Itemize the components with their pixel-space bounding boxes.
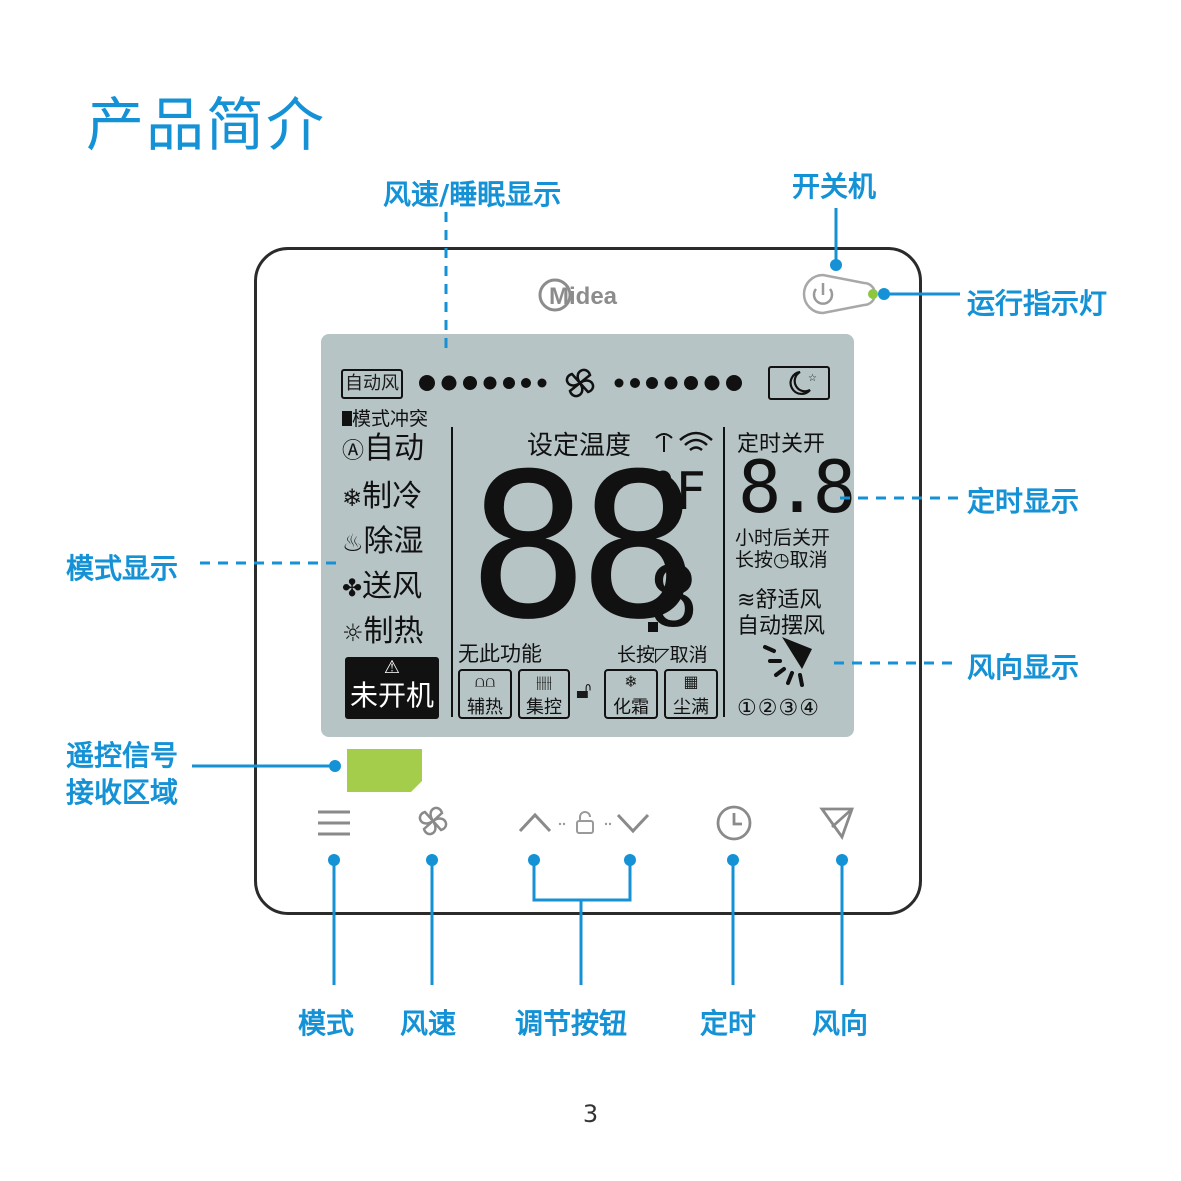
auto-icon: Ⓐ (342, 439, 365, 464)
callout-mode-display: 模式显示 (66, 552, 179, 585)
swing-position-2: ② (757, 696, 779, 721)
power-button[interactable] (802, 273, 884, 315)
fan-speed-button[interactable] (413, 801, 453, 841)
run-indicator-light (868, 289, 878, 299)
aux-heat-indicator: ⩍⩍ 辅热 (458, 669, 512, 719)
auto-swing-label: 自动摆风 (737, 614, 826, 639)
callout-btn-mode: 模式 (298, 1007, 355, 1040)
fan-button-icon (418, 806, 448, 836)
snowflake-icon: ❄ (342, 484, 363, 512)
lock-combo-icon (558, 811, 612, 834)
logo-text: Midea (549, 283, 618, 310)
warning-icon (342, 411, 352, 426)
keypad-lock-hint (556, 809, 614, 839)
signal-icons (655, 431, 713, 452)
sun-icon: ☼ (342, 619, 364, 647)
heater-icon: ⩍⩍ (474, 672, 496, 691)
swing-position-1: ① (737, 696, 758, 721)
fan-speed-bar (419, 368, 742, 398)
sleep-indicator: ☆ (768, 366, 830, 400)
page-number: 3 (582, 1100, 599, 1128)
hours-after-label: 小时后关开 (735, 527, 831, 549)
power-icon (812, 283, 834, 305)
breeze-icon: ≋ (737, 588, 756, 613)
swing-positions: ①②③④ (737, 696, 820, 721)
lcd-divider-left (451, 427, 453, 717)
swing-icon (819, 807, 854, 840)
long-press-cancel: 长按◸取消 (617, 644, 708, 666)
chevron-down-icon (616, 813, 650, 834)
alert-icon: ⚠ (383, 657, 401, 678)
page-title: 产品简介 (86, 91, 327, 159)
mode-heat: ☼制热 (342, 614, 424, 649)
clock-icon (716, 805, 752, 841)
up-button[interactable] (516, 805, 554, 839)
lock-icon: 🔓︎ (576, 676, 592, 704)
temperature-unit: °F (650, 462, 706, 522)
long-press-timer-cancel: 长按◷取消 (735, 549, 828, 571)
midea-logo: Midea (535, 273, 645, 317)
auto-fan-label: 自动风 (341, 369, 403, 399)
callout-run-indicator: 运行指示灯 (967, 287, 1108, 320)
defrost-indicator: ❄ 化霜 (604, 669, 658, 719)
callout-remote-receiver-2: 接收区域 (66, 776, 179, 809)
callout-btn-direction: 风向 (812, 1007, 869, 1040)
no-function-label: 无此功能 (458, 642, 542, 666)
ir-receiver-window (347, 749, 422, 792)
mode-conflict: 模式冲突 (342, 404, 428, 431)
timer-digits: 8.8 (738, 445, 856, 529)
mode-button[interactable] (314, 803, 354, 843)
mode-auto: Ⓐ自动 (342, 431, 425, 466)
airflow-direction-icon (763, 637, 812, 687)
callout-timer-display: 定时显示 (967, 485, 1080, 518)
filter-icon: ▦ (683, 672, 699, 691)
callout-power: 开关机 (792, 170, 877, 203)
fan-icon (565, 368, 595, 398)
sliders-icon: ⫲⫲⫲ (536, 672, 552, 691)
temperature-digits: 88 (468, 431, 699, 664)
direction-button[interactable] (818, 803, 858, 843)
filter-full-indicator: ▦ 尘满 (664, 669, 718, 719)
svg-text:☆: ☆ (808, 373, 817, 384)
callout-btn-fan: 风速 (400, 1007, 457, 1040)
menu-icon (318, 810, 350, 836)
remote-signal-icon (655, 433, 673, 452)
droplet-icon: ♨ (342, 529, 364, 557)
mode-fan: ✤送风 (342, 569, 423, 604)
fan-mode-icon: ✤ (342, 574, 363, 602)
callout-direction-display: 风向显示 (967, 651, 1080, 684)
mode-cool: ❄制冷 (342, 479, 423, 514)
moon-icon: ☆ (789, 370, 817, 395)
decimal-point (648, 622, 658, 632)
swing-direction-icon: ◸ (655, 644, 670, 666)
central-control-indicator: ⫲⫲⫲ 集控 (518, 669, 570, 719)
callout-remote-receiver-1: 遥控信号 (66, 739, 179, 772)
defrost-icon: ❄ (624, 672, 638, 691)
lcd-divider-right (723, 427, 725, 717)
wifi-icon (679, 431, 713, 452)
clock-small-icon: ◷ (773, 549, 790, 571)
callout-btn-adjust: 调节按钮 (515, 1007, 628, 1040)
down-button[interactable] (614, 805, 652, 839)
timer-button[interactable] (714, 803, 754, 843)
callout-fan-sleep-display: 风速/睡眠显示 (383, 178, 562, 211)
not-on-indicator: ⚠ 未开机 (345, 657, 439, 719)
swing-position-3: ③ (778, 696, 800, 721)
timer-onoff-label: 定时关开 (737, 432, 826, 457)
mode-dry: ♨除湿 (342, 524, 424, 559)
comfort-wind-label: ≋舒适风 (737, 588, 822, 613)
swing-position-4: ④ (799, 696, 820, 721)
set-temp-label: 设定温度 (527, 431, 632, 461)
callout-btn-timer: 定时 (700, 1007, 757, 1040)
chevron-up-icon (518, 812, 552, 833)
